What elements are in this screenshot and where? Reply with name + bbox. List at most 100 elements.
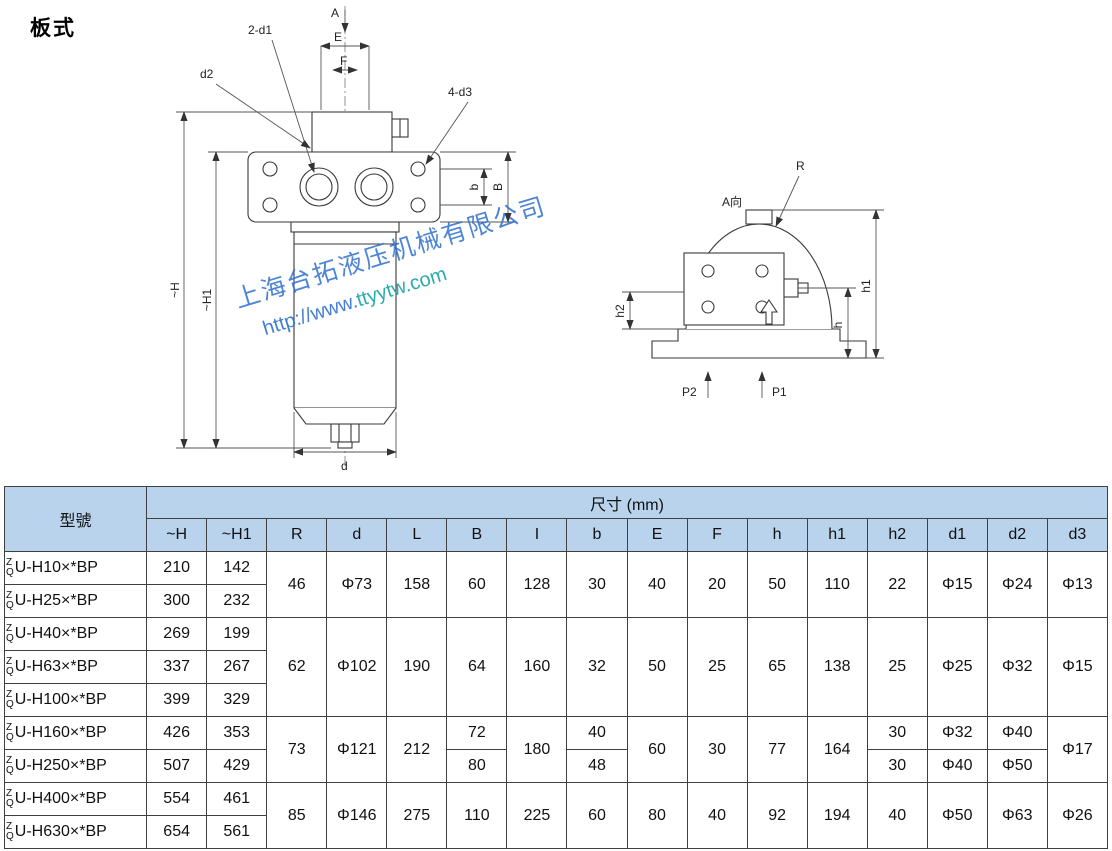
col-header: h1 <box>806 518 868 552</box>
cell: 654 <box>146 815 208 849</box>
technical-drawing-area: 板式 <box>30 6 884 473</box>
dim-label-A: A <box>331 6 339 20</box>
side-view-drawing: A向 R h2 h h1 P2 P1 <box>613 159 884 399</box>
cell: 429 <box>206 749 268 783</box>
plate-bolt <box>701 300 715 314</box>
dome-top-cap <box>745 209 773 225</box>
col-header: R <box>266 518 328 552</box>
cell: 128 <box>506 551 568 618</box>
cell: 554 <box>146 782 208 816</box>
cell: 80 <box>446 749 508 783</box>
cell: 110 <box>446 782 508 849</box>
model-name: U-H630×*BP <box>14 823 107 840</box>
cell: 232 <box>206 584 268 618</box>
body-neck <box>290 221 400 233</box>
col-header: ~H1 <box>206 518 268 552</box>
bolt-hole <box>410 197 426 213</box>
cell: Φ25 <box>926 617 988 717</box>
dim-label-F: F <box>340 54 347 68</box>
dimensions-table: 型號 尺寸 (mm) ~H ~H1 R d L B I b E F h h1 h… <box>3 486 1109 849</box>
cell: Φ24 <box>986 551 1048 618</box>
cell: Φ102 <box>326 617 388 717</box>
model-column-header: 型號 <box>3 486 148 552</box>
cell: 50 <box>746 551 808 618</box>
cell: Φ17 <box>1046 716 1109 783</box>
dim-label-4-d3: 4-d3 <box>448 85 472 99</box>
col-header: B <box>446 518 508 552</box>
size-header: 尺寸 (mm) <box>146 486 1108 519</box>
cell: 164 <box>806 716 868 783</box>
cell: 142 <box>206 551 268 585</box>
cell: 65 <box>746 617 808 717</box>
page-title: 板式 <box>30 17 76 40</box>
cell: 60 <box>626 716 688 783</box>
model-name: U-H160×*BP <box>14 724 107 741</box>
cell: 60 <box>566 782 628 849</box>
flow-direction-arrow <box>759 299 779 325</box>
cell: 73 <box>266 716 328 783</box>
port-label-P2: P2 <box>682 385 697 399</box>
cell: Φ32 <box>986 617 1048 717</box>
cell: 337 <box>146 650 208 684</box>
leader-2-d1 <box>271 39 315 173</box>
cell: 80 <box>626 782 688 849</box>
cell: Φ50 <box>926 782 988 849</box>
cell: 269 <box>146 617 208 651</box>
cell: 20 <box>686 551 748 618</box>
side-fitting <box>783 278 799 298</box>
dim-label-B: B <box>491 183 505 191</box>
port-circle-inner <box>305 173 333 201</box>
cell: 461 <box>206 782 268 816</box>
cell: 353 <box>206 716 268 750</box>
drain-hex-nut <box>330 423 360 443</box>
cell: Φ32 <box>926 716 988 750</box>
drain-tip <box>337 441 353 449</box>
dim-label-2-d1: 2-d1 <box>248 23 272 37</box>
leader-d2 <box>215 83 311 149</box>
dim-label-h: h <box>831 322 845 329</box>
cell: 32 <box>566 617 628 717</box>
cell: 267 <box>206 650 268 684</box>
dim-label-d2: d2 <box>200 67 214 81</box>
model-name: U-H63×*BP <box>14 658 98 675</box>
cell: 275 <box>386 782 448 849</box>
cell: 30 <box>686 716 748 783</box>
dimensions-table-wrap: 型號 尺寸 (mm) ~H ~H1 R d L B I b E F h h1 h… <box>0 486 1112 849</box>
cell: 25 <box>686 617 748 717</box>
model-name: U-H400×*BP <box>14 790 107 807</box>
cell: Φ40 <box>986 716 1048 750</box>
cell: 210 <box>146 551 208 585</box>
table-subheader-row: ~H ~H1 R d L B I b E F h h1 h2 d1 d2 d3 <box>5 518 1109 552</box>
cell: 40 <box>686 782 748 849</box>
model-name: U-H10×*BP <box>14 559 98 576</box>
cell: 48 <box>566 749 628 783</box>
cell: 40 <box>866 782 928 849</box>
col-header: F <box>686 518 748 552</box>
cell: 30 <box>566 551 628 618</box>
cell: Φ15 <box>926 551 988 618</box>
dim-label-E: E <box>334 30 342 44</box>
cell: 77 <box>746 716 808 783</box>
cell: 85 <box>266 782 328 849</box>
model-name: U-H25×*BP <box>14 592 98 609</box>
cell: Φ146 <box>326 782 388 849</box>
cell: Φ63 <box>986 782 1048 849</box>
dim-label-H1: ~H1 <box>200 289 214 312</box>
front-view-drawing: A E F 2-d1 d2 4-d3 b B d <box>168 6 516 473</box>
cell: Φ26 <box>1046 782 1109 849</box>
cell: Φ40 <box>926 749 988 783</box>
